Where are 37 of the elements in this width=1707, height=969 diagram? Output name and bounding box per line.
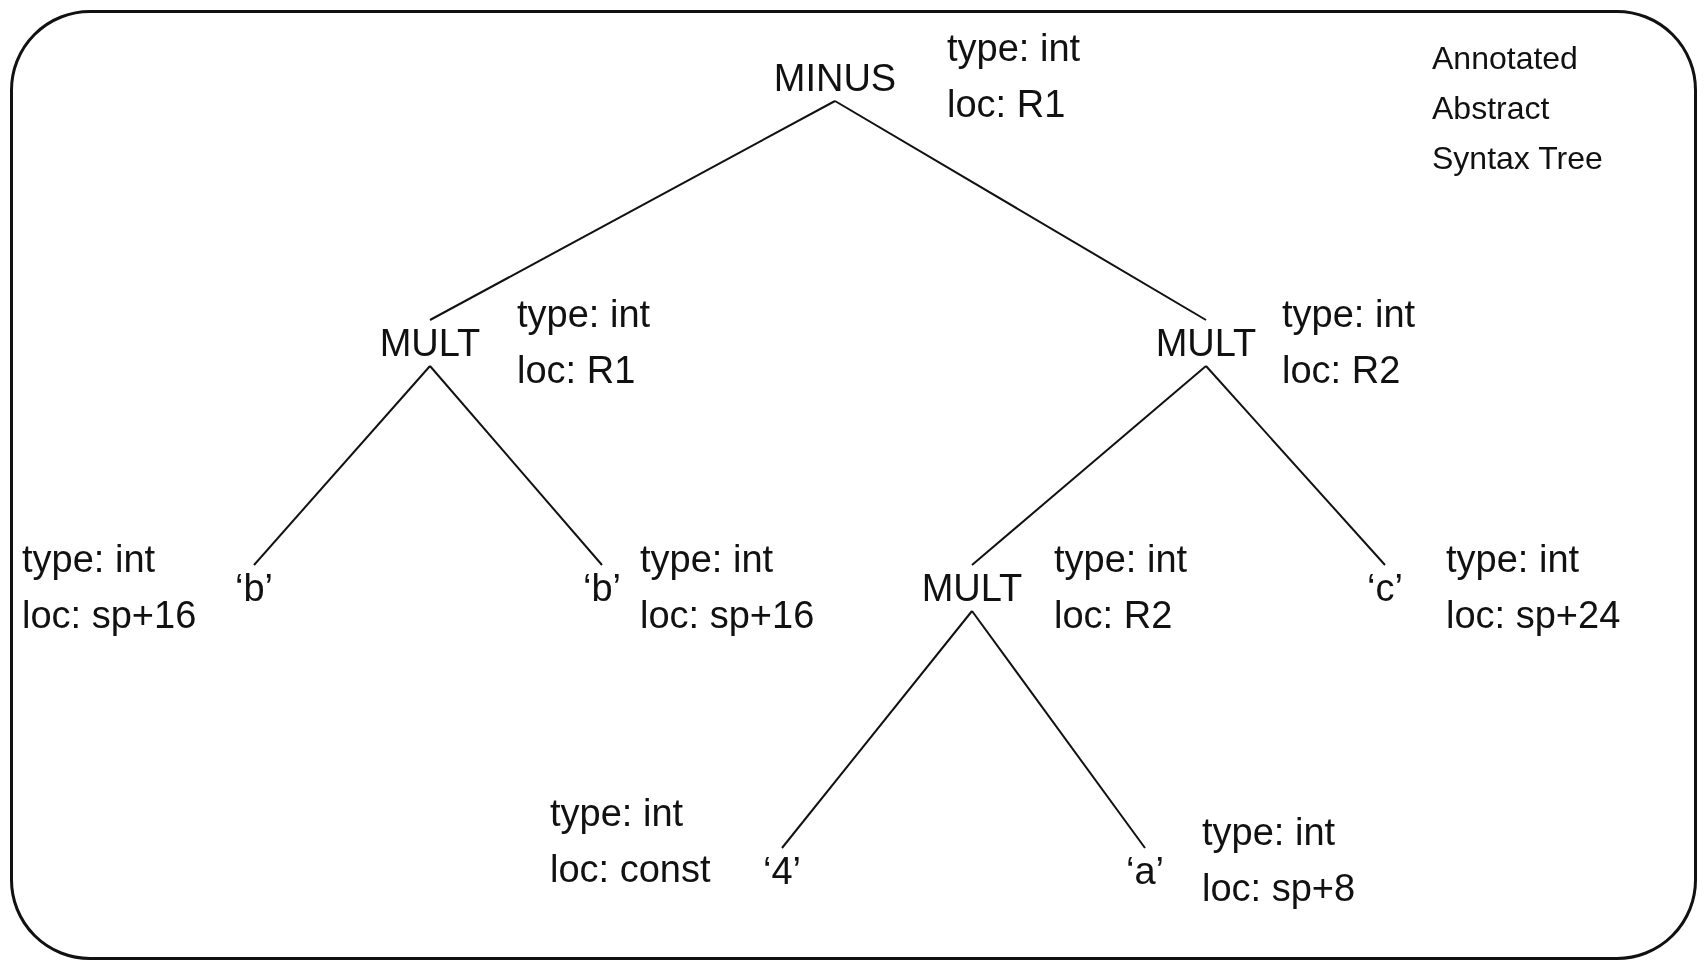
node-annotation: loc: sp+16 xyxy=(22,593,197,638)
tree-node-label: ‘b’ xyxy=(581,565,623,611)
tree-edge xyxy=(971,365,1207,566)
tree-node-label: MINUS xyxy=(771,55,899,101)
node-annotation: type: int xyxy=(1202,810,1337,855)
tree-node-label: MULT xyxy=(377,320,483,366)
node-annotation: type: int xyxy=(550,791,685,836)
node-annotation: type: int xyxy=(947,26,1081,71)
node-annotation: type: int xyxy=(22,537,157,582)
tree-edge xyxy=(429,100,836,321)
tree-edge xyxy=(1205,365,1386,566)
node-annotation: loc: R2 xyxy=(1054,593,1174,638)
tree-edge xyxy=(429,365,603,566)
rounded-frame xyxy=(10,10,1697,960)
node-annotation: loc: sp+16 xyxy=(640,593,815,638)
tree-node-label: MULT xyxy=(1153,320,1259,366)
node-annotation: type: int xyxy=(517,292,651,337)
tree-edge xyxy=(781,610,973,849)
tree-node-label: MULT xyxy=(919,565,1025,611)
node-annotation: loc: sp+24 xyxy=(1446,593,1621,638)
node-annotation: type: int xyxy=(640,537,775,582)
tree-edge xyxy=(971,610,1146,849)
tree-node-label: ‘c’ xyxy=(1365,565,1405,611)
tree-node-label: ‘b’ xyxy=(233,565,275,611)
tree-node-label: ‘a’ xyxy=(1124,848,1166,894)
node-annotation: type: int xyxy=(1054,537,1188,582)
node-annotation: type: int xyxy=(1446,537,1581,582)
diagram-heading: Annotated Abstract Syntax Tree xyxy=(1432,39,1604,178)
tree-node-label: ‘4’ xyxy=(761,848,803,894)
node-annotation: loc: R2 xyxy=(1282,348,1402,393)
tree-edge xyxy=(253,365,431,566)
node-annotation: loc: sp+8 xyxy=(1202,866,1356,911)
node-annotation: loc: const xyxy=(550,847,711,892)
node-annotation: type: int xyxy=(1282,292,1416,337)
tree-edge xyxy=(834,100,1207,321)
node-annotation: loc: R1 xyxy=(947,82,1067,127)
node-annotation: loc: R1 xyxy=(517,348,637,393)
